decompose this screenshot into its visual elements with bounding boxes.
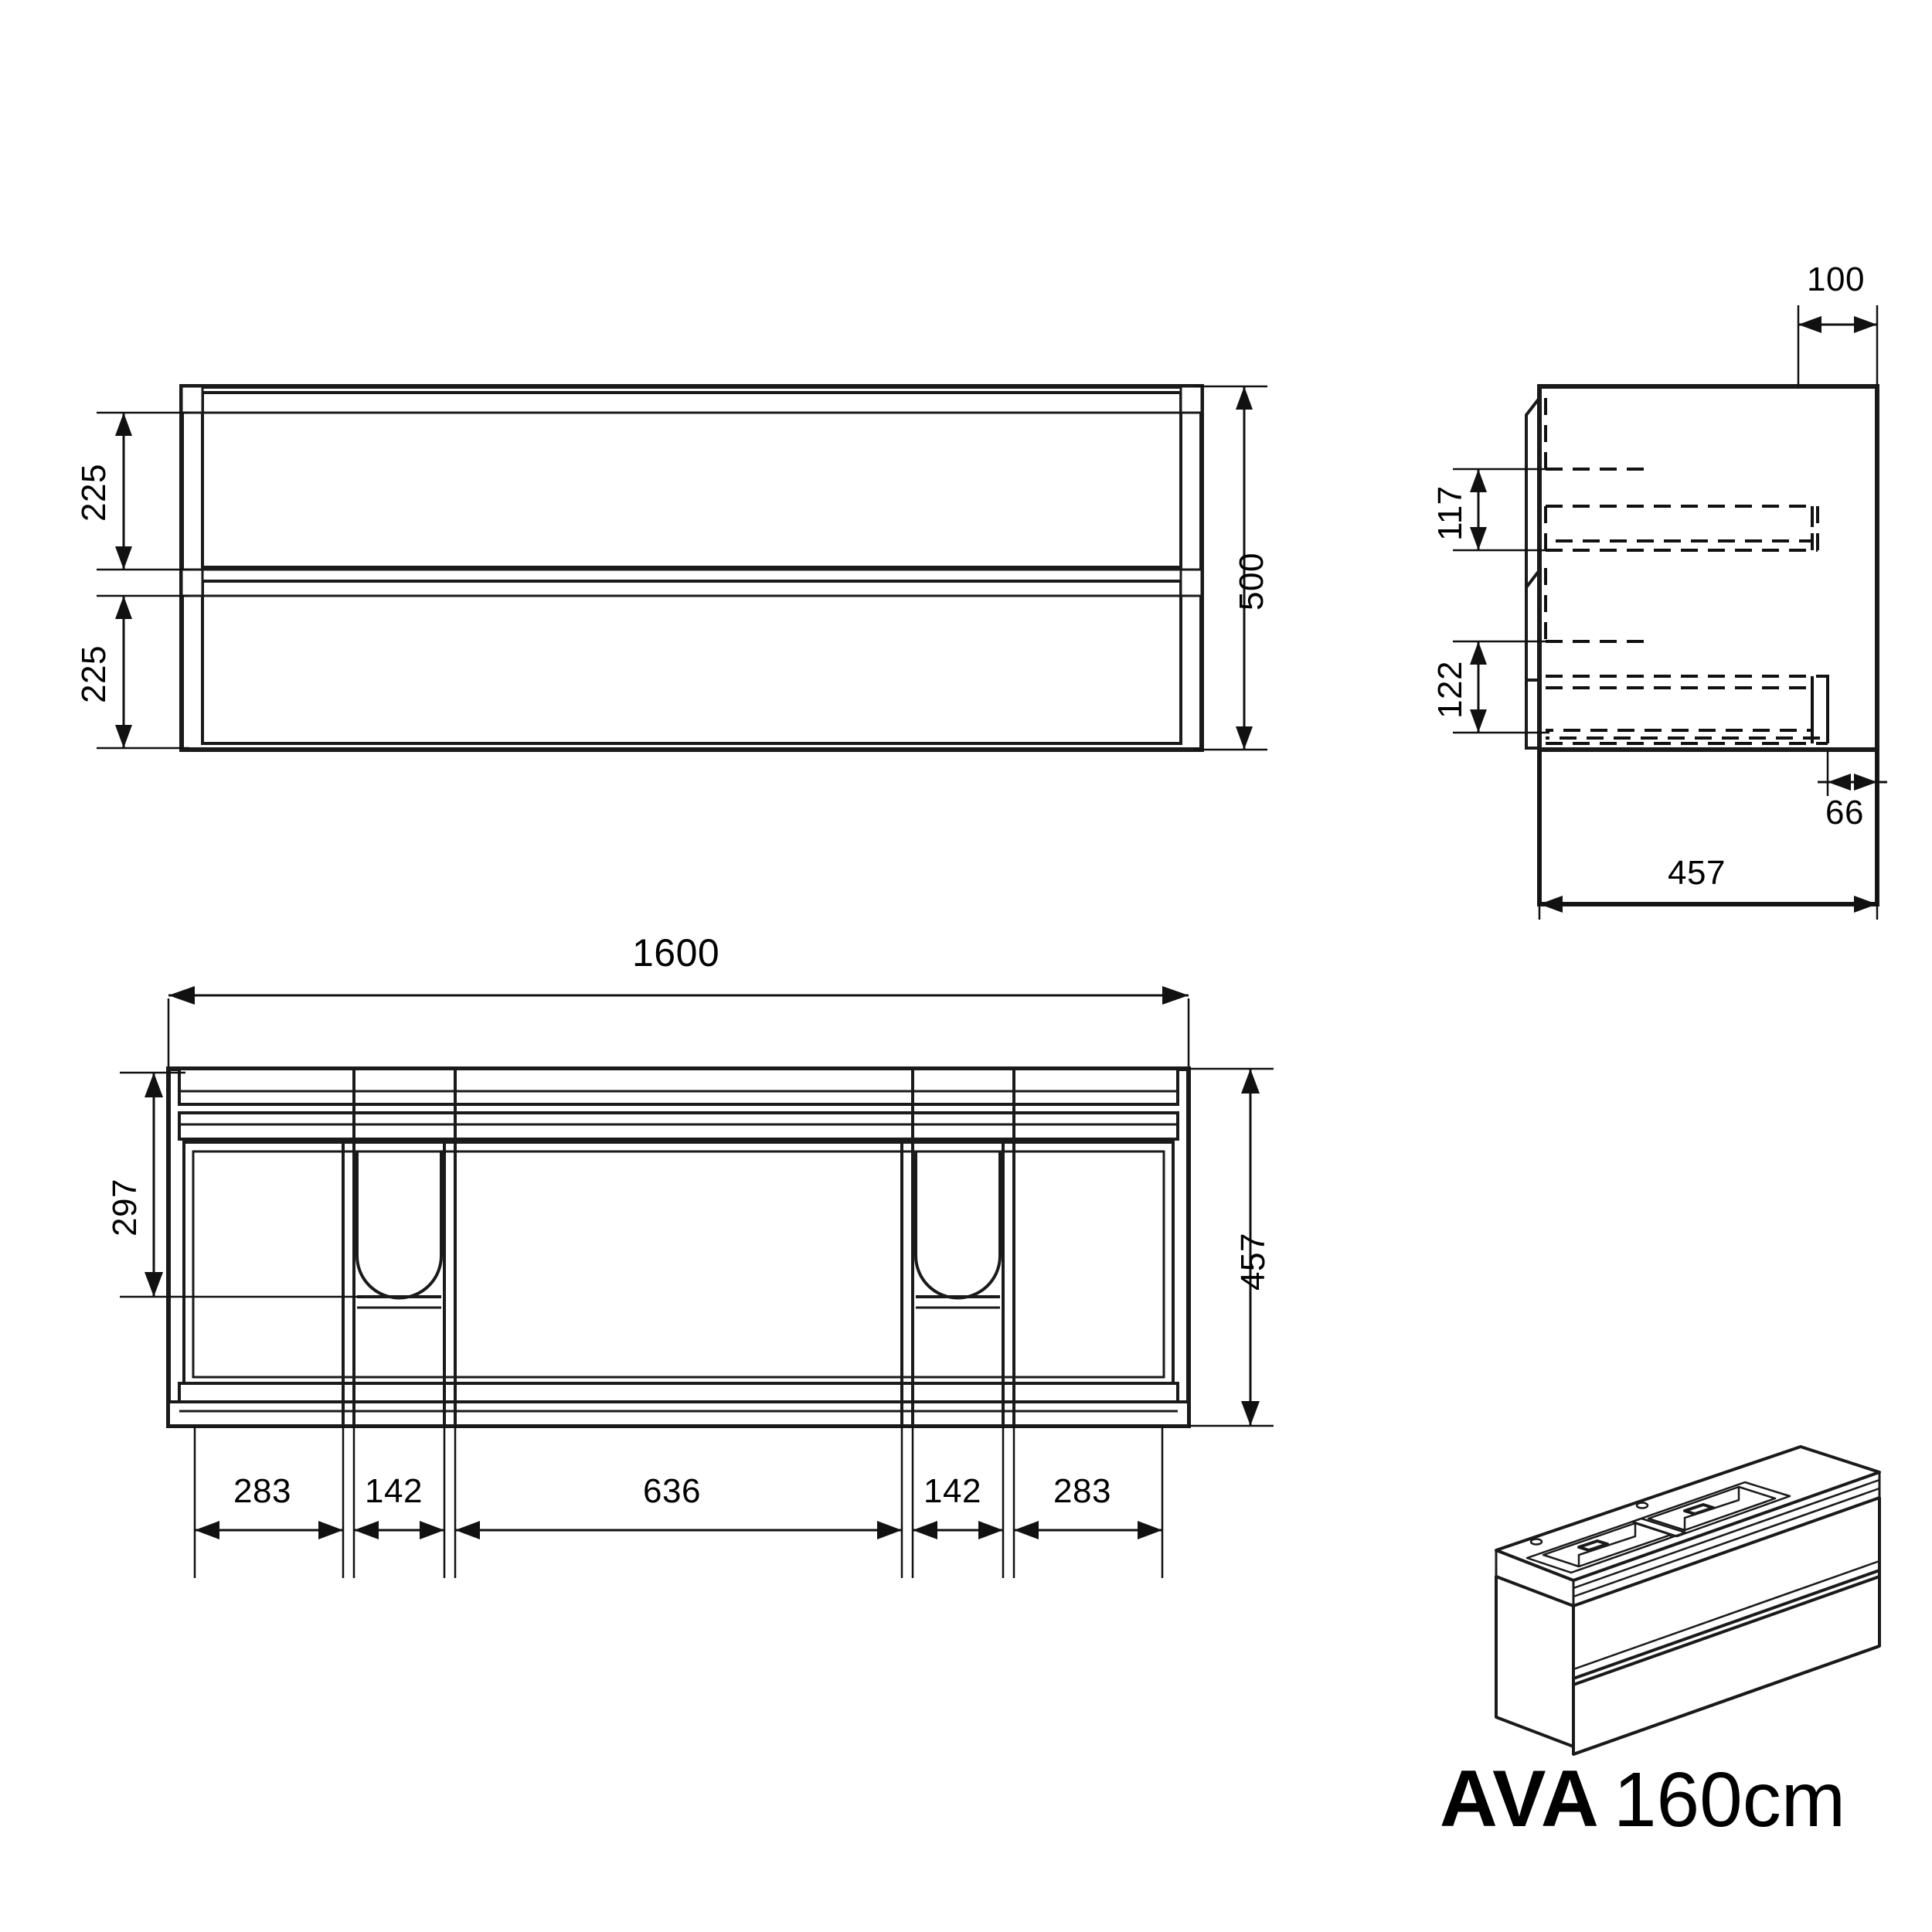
side-drawer-top-inner-label: 117 bbox=[1431, 485, 1469, 541]
plan-seg-4-label: 142 bbox=[923, 1472, 981, 1510]
front-drawer-bottom-height-label: 225 bbox=[75, 645, 113, 703]
iso-basin-right-overflow bbox=[1635, 1502, 1649, 1509]
plan-back-rail bbox=[178, 1067, 1179, 1106]
plan-total-width-label: 1600 bbox=[632, 931, 720, 975]
plan-total-depth-label: 457 bbox=[1234, 1233, 1272, 1291]
front-total-height-label: 500 bbox=[1233, 553, 1270, 611]
iso-basin-right-rim bbox=[1631, 1481, 1791, 1538]
iso-basin-left-overflow bbox=[1529, 1538, 1543, 1546]
plan-secondary-rail bbox=[178, 1111, 1179, 1141]
iso-basin-right-drain bbox=[1683, 1503, 1715, 1515]
front-handle-recess-top-right bbox=[1179, 385, 1203, 414]
isometric-view-group bbox=[1495, 1445, 1881, 1756]
iso-basin-right-bowl bbox=[1647, 1485, 1777, 1532]
side-section-group bbox=[1453, 305, 1887, 920]
plan-front-rail-a bbox=[178, 1382, 1179, 1403]
side-drawer-bottom-inner-label: 122 bbox=[1431, 661, 1469, 719]
iso-basin-left-drain bbox=[1577, 1539, 1609, 1552]
plan-drawer-interior-inner bbox=[192, 1150, 1165, 1379]
plan-seg-5-label: 283 bbox=[1053, 1472, 1111, 1510]
plan-seg-1-label: 283 bbox=[233, 1472, 291, 1510]
plan-seg-3-label: 636 bbox=[643, 1472, 701, 1510]
front-drawer-top bbox=[201, 391, 1182, 569]
side-bottom-setback-label: 66 bbox=[1825, 794, 1864, 832]
plan-view-group bbox=[120, 986, 1274, 1578]
iso-cabinet-left-side bbox=[1495, 1575, 1575, 1748]
plan-front-rail-b bbox=[167, 1400, 1190, 1427]
product-size-label: 160cm bbox=[1613, 1757, 1845, 1843]
product-brand-name: AVA bbox=[1439, 1754, 1600, 1844]
front-handle-recess-mid-left bbox=[180, 568, 204, 597]
front-handle-recess-top-left bbox=[180, 385, 204, 414]
plan-inner-depth-label: 297 bbox=[106, 1179, 144, 1236]
side-total-depth-label: 457 bbox=[1668, 854, 1726, 892]
side-top-offset-label: 100 bbox=[1807, 260, 1865, 298]
front-handle-recess-mid-right bbox=[1179, 568, 1203, 597]
front-elevation-group bbox=[97, 384, 1267, 752]
plan-seg-2-label: 142 bbox=[365, 1472, 423, 1510]
front-drawer-top-height-label: 225 bbox=[75, 464, 113, 522]
front-drawer-bottom bbox=[201, 580, 1182, 745]
